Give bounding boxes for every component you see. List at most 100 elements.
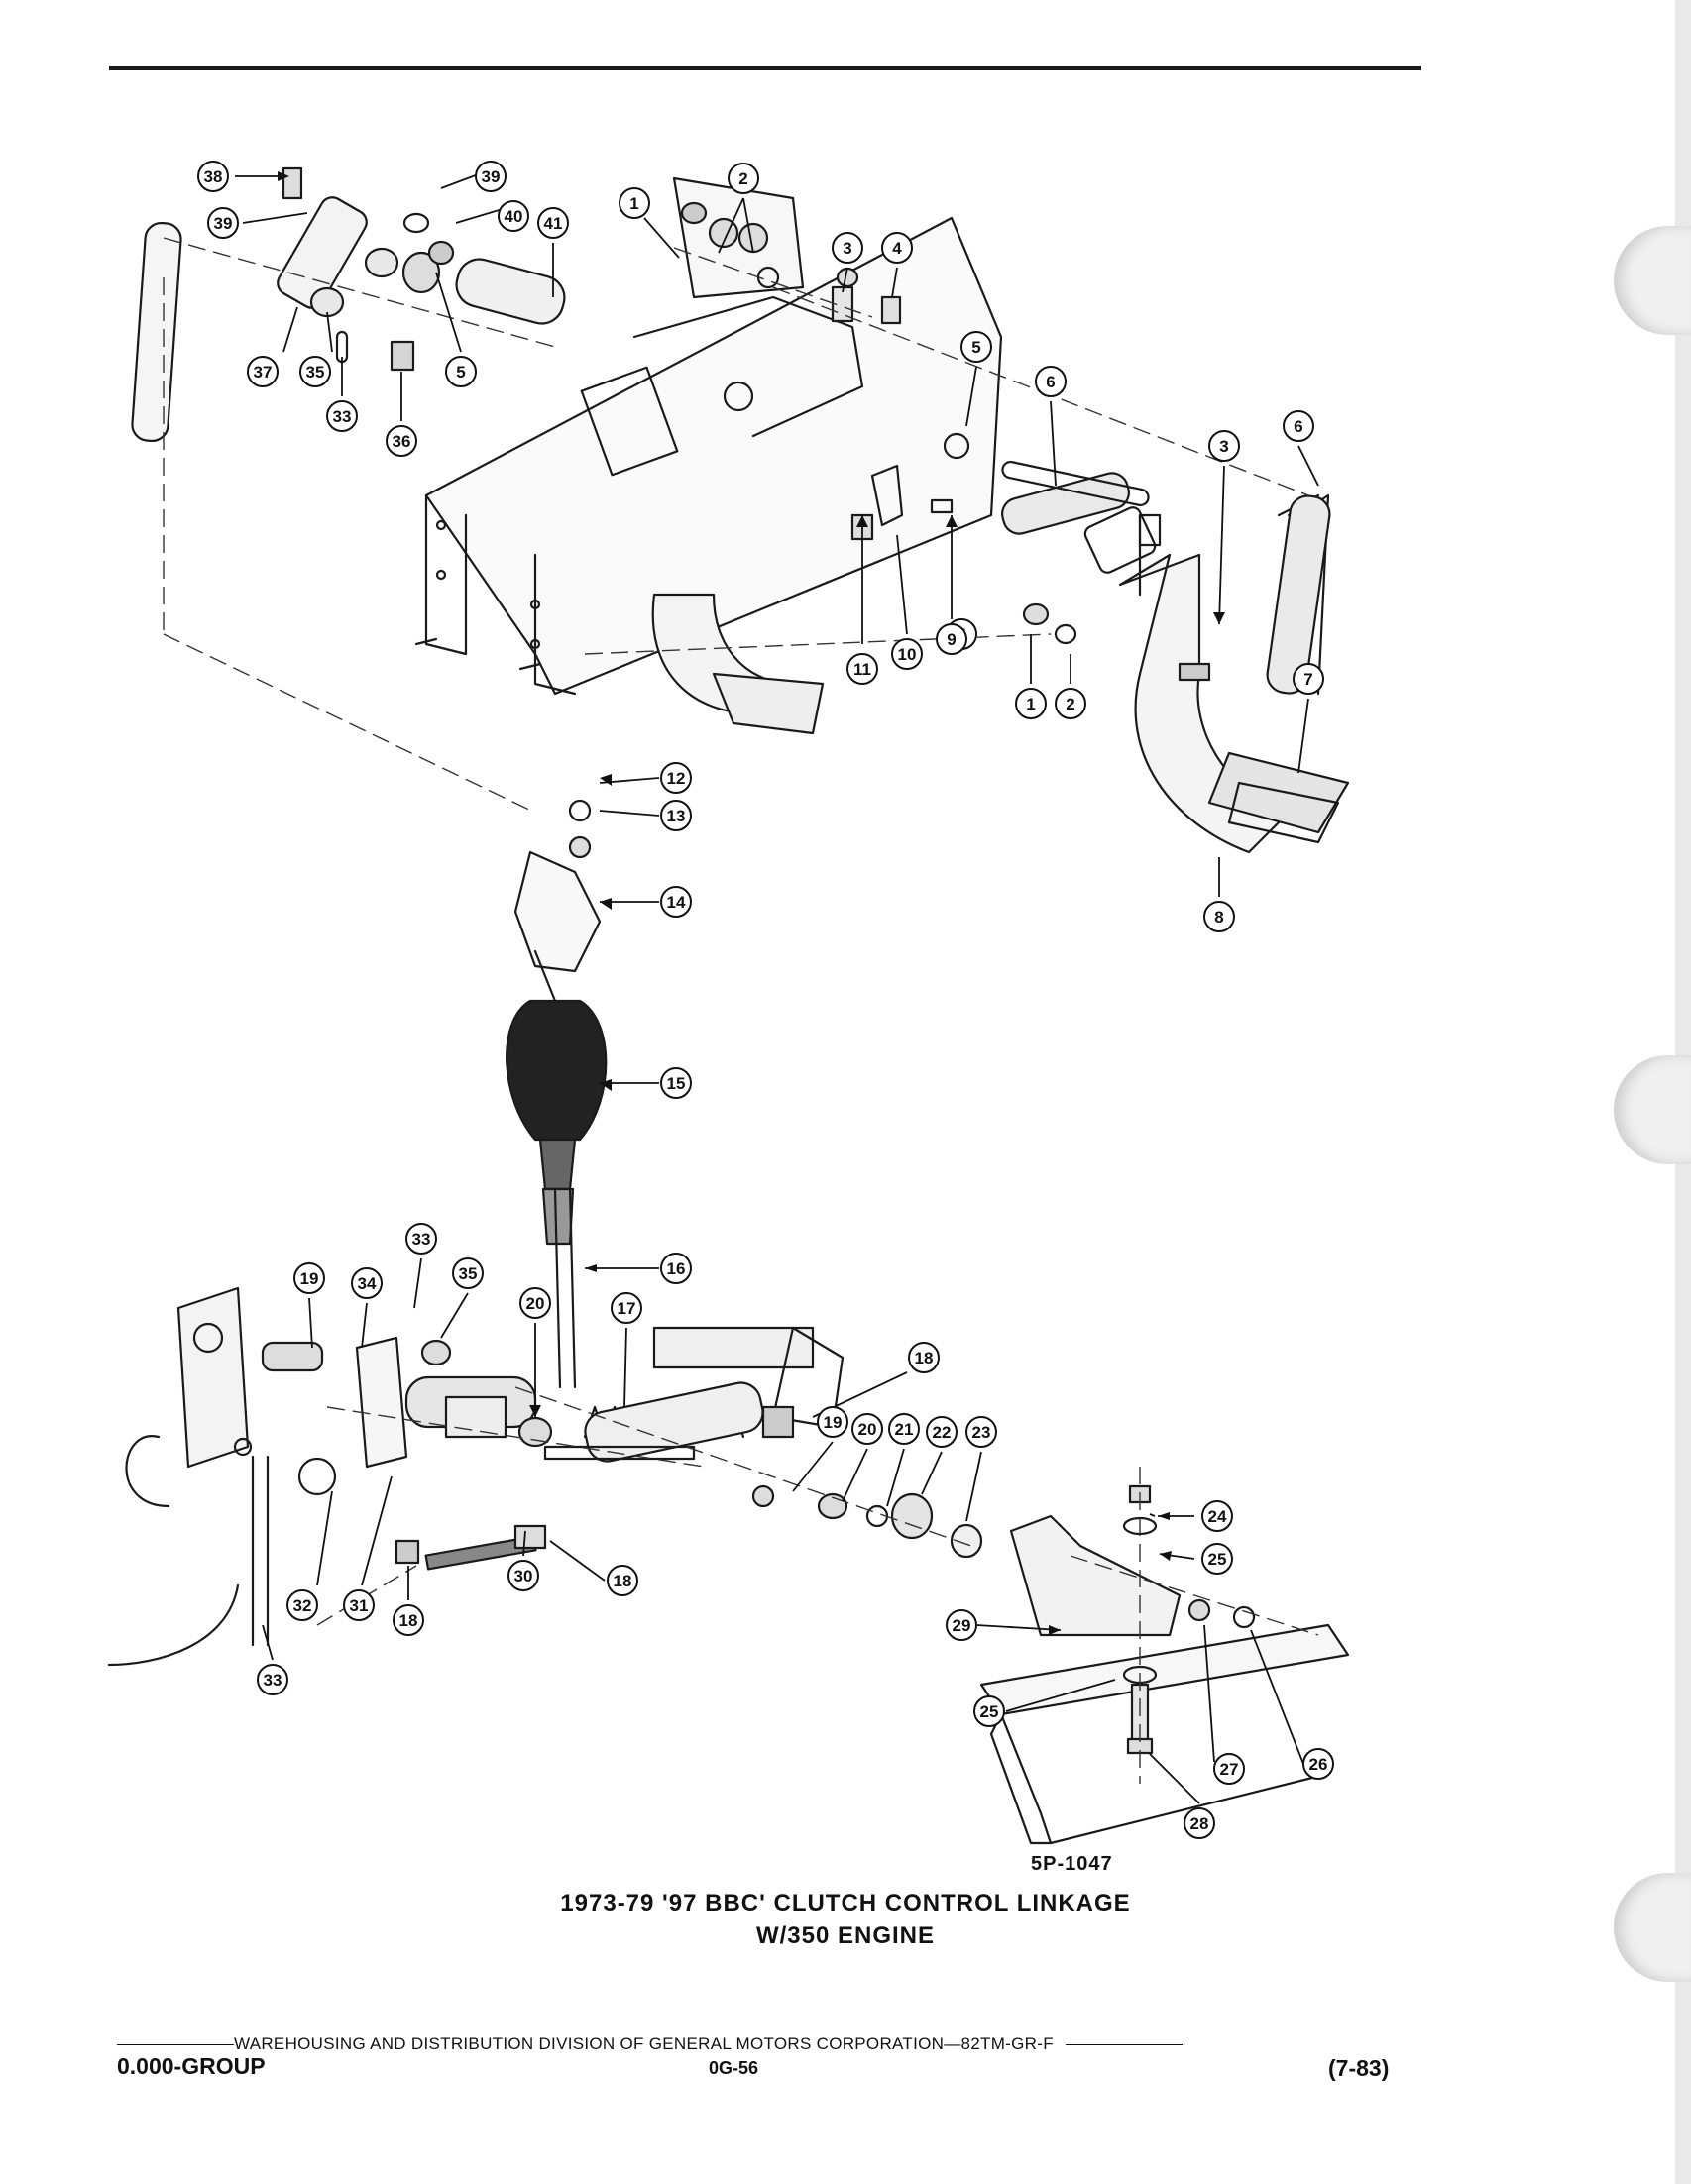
callout-20: 20 — [851, 1413, 883, 1445]
callout-circle — [519, 1287, 551, 1319]
callout-label: 20 — [526, 1294, 545, 1313]
footer-organization-text: WAREHOUSING AND DISTRIBUTION DIVISION OF… — [234, 2034, 1054, 2053]
callout-circle — [908, 1342, 940, 1373]
callout-4: 4 — [881, 232, 913, 264]
callout-circle — [846, 653, 878, 685]
callout-circle — [386, 425, 417, 457]
callout-label: 22 — [933, 1423, 952, 1442]
callout-24: 24 — [1201, 1500, 1233, 1532]
figure-title-line-1: 1973-79 '97 BBC' CLUTCH CONTROL LINKAGE — [560, 1890, 1131, 1916]
callout-circle — [1283, 410, 1314, 442]
callout-circle — [926, 1416, 958, 1448]
callout-circle — [1302, 1748, 1334, 1780]
callout-label: 2 — [738, 169, 747, 188]
callout-label: 18 — [915, 1349, 934, 1367]
callout-label: 39 — [214, 214, 233, 233]
callout-label: 6 — [1294, 417, 1302, 436]
callout-label: 2 — [1066, 695, 1074, 713]
callout-label: 14 — [667, 893, 686, 912]
callout-31: 31 — [343, 1589, 375, 1621]
figure-title-line-2: W/350 ENGINE — [755, 1922, 936, 1949]
clutch-rod-boot — [506, 799, 608, 1389]
callout-33: 33 — [257, 1664, 288, 1695]
callout-41: 41 — [537, 207, 569, 239]
callout-29: 29 — [946, 1609, 977, 1641]
callout-label: 33 — [264, 1671, 282, 1690]
callout-circle — [960, 331, 992, 363]
callout-3: 3 — [832, 232, 863, 264]
callout-circle — [946, 1609, 977, 1641]
callout-circle — [660, 762, 692, 794]
binder-hole — [1614, 226, 1691, 335]
callout-circle — [1015, 688, 1047, 719]
callout-label: 24 — [1208, 1507, 1227, 1526]
callout-5: 5 — [960, 331, 992, 363]
callout-18: 18 — [908, 1342, 940, 1373]
callout-circle — [891, 638, 923, 670]
callout-35: 35 — [299, 356, 331, 387]
callout-circle — [965, 1416, 997, 1448]
callout-label: 12 — [667, 769, 686, 788]
callout-label: 5 — [971, 338, 980, 357]
top-rule — [109, 66, 1421, 70]
callout-circle — [1201, 1500, 1233, 1532]
callout-label: 32 — [293, 1596, 312, 1615]
callout-18: 18 — [393, 1604, 424, 1636]
callout-circle — [257, 1664, 288, 1695]
callout-circle — [452, 1257, 484, 1289]
callout-1: 1 — [1015, 688, 1047, 719]
callout-circle — [607, 1565, 638, 1596]
callout-label: 11 — [853, 660, 871, 679]
callout-label: 23 — [972, 1423, 991, 1442]
callout-circle — [286, 1589, 318, 1621]
callout-circle — [393, 1604, 424, 1636]
callout-11: 11 — [846, 653, 878, 685]
callout-circle — [405, 1223, 437, 1255]
callout-label: 16 — [667, 1259, 686, 1278]
callout-label: 36 — [393, 432, 411, 451]
callout-15: 15 — [660, 1067, 692, 1099]
callout-label: 9 — [947, 630, 956, 649]
callout-label: 38 — [204, 167, 223, 186]
figure-number: 5P-1047 — [1031, 1853, 1113, 1875]
callout-2: 2 — [1055, 688, 1086, 719]
callout-39: 39 — [475, 161, 507, 192]
bracket-pedal — [651, 593, 825, 735]
clutch-pedal-assembly — [680, 201, 1350, 854]
callout-label: 5 — [456, 363, 465, 382]
binder-hole — [1614, 1873, 1691, 1982]
footer-organization-line: WAREHOUSING AND DISTRIBUTION DIVISION OF… — [117, 2034, 1386, 2054]
callout-label: 35 — [459, 1264, 478, 1283]
callout-circle — [1208, 430, 1240, 462]
callout-3: 3 — [1208, 430, 1240, 462]
callout-circle — [1213, 1753, 1245, 1785]
callout-circle — [507, 1560, 539, 1591]
callout-label: 40 — [505, 207, 523, 226]
callout-label: 35 — [306, 363, 325, 382]
callout-12: 12 — [660, 762, 692, 794]
callout-19: 19 — [293, 1262, 325, 1294]
callout-label: 3 — [843, 239, 851, 258]
callout-circle — [293, 1262, 325, 1294]
footer-group: 0.000-GROUP — [117, 2053, 266, 2079]
callout-13: 13 — [660, 800, 692, 831]
callout-1: 1 — [619, 187, 650, 219]
callout-label: 41 — [544, 214, 563, 233]
callout-label: 37 — [254, 363, 273, 382]
callout-circle — [207, 207, 239, 239]
callout-label: 17 — [618, 1299, 636, 1318]
callout-10: 10 — [891, 638, 923, 670]
callout-25: 25 — [973, 1695, 1005, 1727]
callout-circle — [247, 356, 279, 387]
callout-circle — [660, 800, 692, 831]
callout-label: 34 — [358, 1274, 377, 1293]
callout-label: 7 — [1303, 670, 1312, 689]
callout-19: 19 — [817, 1406, 848, 1438]
callout-17: 17 — [611, 1292, 642, 1324]
callout-33: 33 — [405, 1223, 437, 1255]
callout-label: 28 — [1190, 1814, 1209, 1833]
callout-circle — [832, 232, 863, 264]
callout-circle — [299, 356, 331, 387]
callout-label: 10 — [898, 645, 917, 664]
callout-circle — [1055, 688, 1086, 719]
